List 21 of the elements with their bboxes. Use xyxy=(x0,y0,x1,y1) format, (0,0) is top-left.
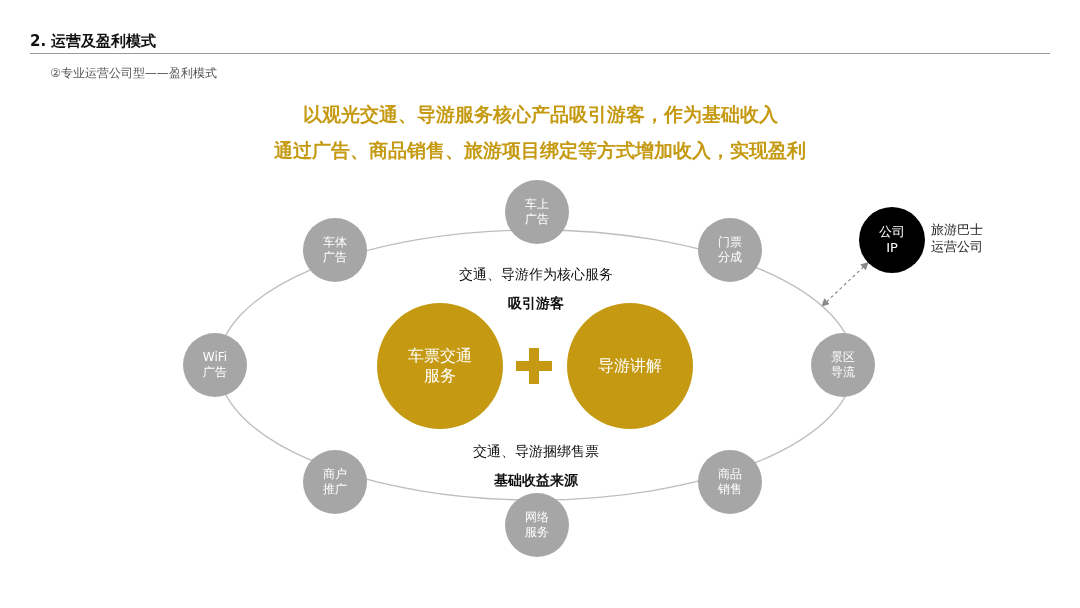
circle-label: 景区导流 xyxy=(830,350,856,380)
caption-text: 交通、导游作为核心服务 xyxy=(459,266,613,282)
circle-label: 车体广告 xyxy=(322,235,348,265)
circle-label: 导游讲解 xyxy=(598,356,662,376)
circle-label: 商品销售 xyxy=(717,467,743,497)
circle-label: 网络服务 xyxy=(524,510,550,540)
caption-text: 交通、导游捆绑售票 xyxy=(473,443,599,459)
circle-label: WiFi广告 xyxy=(201,350,229,380)
circle-label: 门票分成 xyxy=(717,235,743,265)
circle-label: 公司IP xyxy=(878,223,906,257)
side-caption: 旅游巴士运营公司 xyxy=(931,222,984,256)
headline: 以观光交通、导游服务核心产品吸引游客，作为基础收入 xyxy=(301,102,779,127)
headline: 通过广告、商品销售、旅游项目绑定等方式增加收入，实现盈利 xyxy=(273,138,807,163)
circle-label: 车上广告 xyxy=(524,197,550,227)
page-title: 2. 运营及盈利模式 xyxy=(30,32,157,51)
double-arrow xyxy=(821,261,869,307)
caption-heading: 基础收益来源 xyxy=(494,472,578,488)
caption-heading: 吸引游客 xyxy=(508,295,564,311)
subtitle: ②专业运营公司型——盈利模式 xyxy=(50,65,217,82)
circle-label: 车票交通服务 xyxy=(407,346,473,386)
circle-label: 商户推广 xyxy=(322,467,348,497)
